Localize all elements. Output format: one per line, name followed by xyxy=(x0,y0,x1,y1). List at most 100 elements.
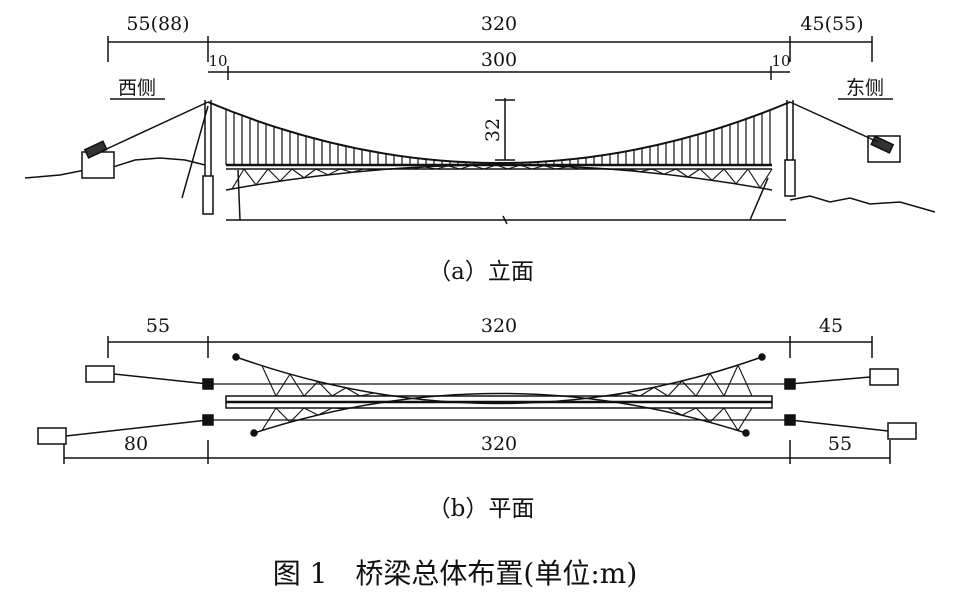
plan-truss-member xyxy=(611,392,627,397)
plan-truss-member xyxy=(695,407,711,423)
west-side-label: 西侧 xyxy=(118,77,156,99)
truss-member xyxy=(255,168,269,186)
west-anchorage xyxy=(81,140,115,179)
dim-inner-span: 300 xyxy=(481,49,517,71)
truss-member xyxy=(387,167,401,170)
truss-member xyxy=(447,165,461,170)
plan-truss-member xyxy=(373,392,389,397)
plan-dim-top-right: 45 xyxy=(819,315,843,337)
plan-truss-member xyxy=(723,407,739,431)
truss-member xyxy=(675,168,689,178)
elevation-caption: （a）立面 xyxy=(428,259,534,285)
plan-truss-member xyxy=(331,387,347,397)
truss-member xyxy=(627,168,641,173)
plan-anchorages xyxy=(37,365,917,445)
plan-caption: （b）平面 xyxy=(428,496,535,522)
east-backstay-cable xyxy=(789,101,879,143)
plan-truss-member xyxy=(261,407,277,431)
plan-truss-member xyxy=(359,392,375,397)
truss-member xyxy=(327,168,341,176)
truss-member xyxy=(291,168,305,179)
plan-truss-member xyxy=(667,407,683,416)
plan-cable-south-east xyxy=(789,419,889,432)
truss-member xyxy=(399,167,413,170)
elevation-view xyxy=(24,36,936,225)
truss-member xyxy=(651,168,665,175)
truss-member xyxy=(747,168,761,189)
plan-view xyxy=(37,336,917,464)
truss-member xyxy=(303,168,317,179)
plan-dim-top-left: 55 xyxy=(146,315,170,337)
truss-member xyxy=(663,168,677,175)
plan-cable-north-east xyxy=(789,376,871,385)
dim-east-span: 45(55) xyxy=(800,13,863,35)
plan-wind-anchor-points xyxy=(232,353,766,437)
truss-member xyxy=(603,168,617,171)
plan-truss-member xyxy=(681,407,697,416)
truss-member xyxy=(423,166,437,170)
east-side-label: 东侧 xyxy=(846,77,884,99)
truss-member xyxy=(411,166,425,170)
truss-member xyxy=(435,165,449,170)
dim-west-span: 55(88) xyxy=(126,13,189,35)
plan-truss-member xyxy=(275,407,291,423)
truss-member xyxy=(519,164,533,170)
truss-member xyxy=(495,164,509,170)
truss-member xyxy=(531,165,545,170)
east-ground-line xyxy=(789,195,936,213)
truss-member xyxy=(699,168,713,181)
truss-member xyxy=(615,168,629,171)
dim-tower-offset-left: 10 xyxy=(208,52,227,70)
plan-truss-member xyxy=(737,407,753,431)
truss-member xyxy=(351,168,365,173)
plan-cable-south-west xyxy=(65,419,209,437)
plan-dim-top-main: 320 xyxy=(481,315,517,337)
plan-truss-member xyxy=(275,373,291,397)
plan-cable-north-west xyxy=(113,373,209,385)
truss-member xyxy=(243,168,257,186)
plan-truss-member xyxy=(709,373,725,397)
dim-tower-offset-right: 10 xyxy=(771,52,790,70)
plan-truss-member xyxy=(303,407,319,416)
west-backstay-cable xyxy=(99,101,209,153)
plan-tower-blocks xyxy=(202,378,796,426)
truss-member xyxy=(591,167,605,170)
truss-member xyxy=(459,164,473,170)
elevation-truss xyxy=(231,164,773,190)
west-tower xyxy=(202,100,214,215)
plan-truss-member xyxy=(709,407,725,423)
plan-truss-member xyxy=(289,373,305,397)
truss-member xyxy=(711,168,725,181)
plan-wind-cable-south xyxy=(253,392,747,434)
east-tower xyxy=(784,100,796,197)
dim-main-span: 320 xyxy=(481,13,517,35)
plan-dim-bottom-left: 80 xyxy=(124,433,148,455)
truss-member xyxy=(279,168,293,182)
truss-member xyxy=(363,168,377,171)
plan-truss-member xyxy=(653,386,669,397)
truss-member xyxy=(339,168,353,173)
truss-member xyxy=(315,168,329,176)
plan-truss-member xyxy=(289,407,305,423)
plan-truss-member xyxy=(345,387,361,397)
plan-truss-member xyxy=(681,380,697,397)
plan-truss-member xyxy=(695,373,711,397)
truss-member xyxy=(579,167,593,170)
plan-dim-bottom-right: 55 xyxy=(828,433,852,455)
plan-truss-member xyxy=(639,386,655,397)
plan-truss-member xyxy=(303,381,319,397)
truss-member xyxy=(759,168,773,189)
plan-wind-cable-north xyxy=(235,356,763,405)
truss-member xyxy=(375,168,389,171)
truss-member xyxy=(687,168,701,178)
truss-member xyxy=(507,164,521,170)
truss-member xyxy=(471,164,485,170)
truss-member xyxy=(231,168,245,190)
plan-truss-member xyxy=(317,407,333,416)
truss-member xyxy=(267,168,281,182)
truss-member xyxy=(567,166,581,170)
truss-member xyxy=(723,168,737,185)
truss-member xyxy=(735,168,749,185)
plan-truss-member xyxy=(317,381,333,397)
